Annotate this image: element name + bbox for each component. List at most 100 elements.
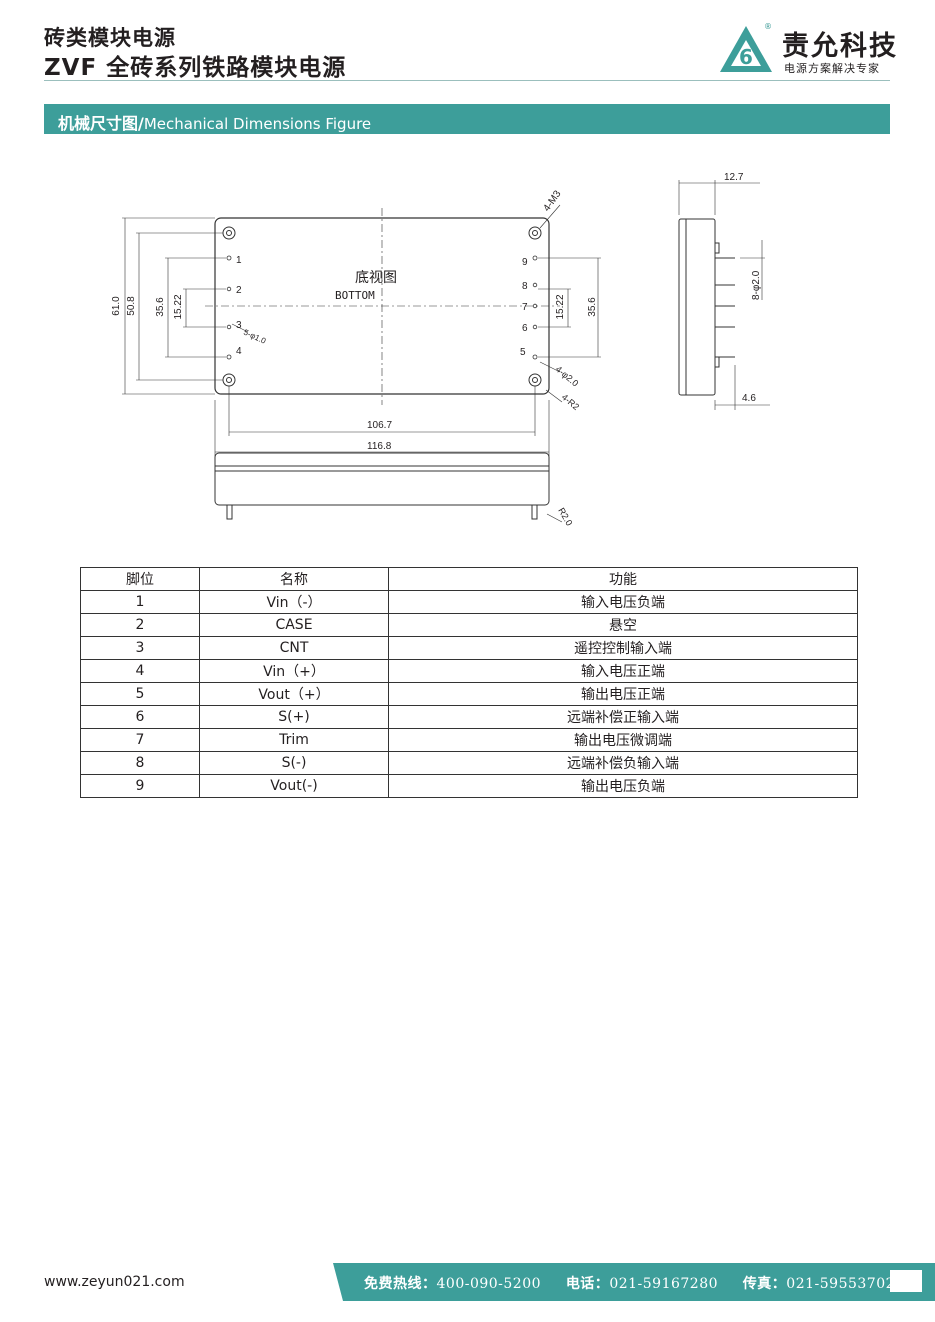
- pin-hole-8-label: 8-φ2.0: [751, 270, 762, 300]
- mount-hole-label: 4-φ2.0: [554, 364, 581, 389]
- logo-mark-glyph: 6: [739, 45, 753, 69]
- section-title-sep: /: [138, 114, 144, 133]
- hotline-label: 免费热线：: [364, 1276, 437, 1292]
- mechanical-drawing: 底视图 BOTTOM 61.0 50.8 35.6 15.22 15.22 35…: [111, 172, 770, 527]
- cell-function: 悬空: [388, 613, 858, 637]
- bottom-view-zh-label: 底视图: [355, 270, 397, 286]
- fax-number: 021-59553702: [786, 1276, 896, 1292]
- dim-lines-left: [122, 217, 226, 395]
- dim-12-7-label: 12.7: [724, 172, 744, 183]
- cell-name: Vin（+）: [199, 659, 389, 683]
- pin-number-right: 9: [522, 257, 528, 268]
- cell-name: Vin（-）: [199, 590, 389, 614]
- dim-50-8-label: 50.8: [126, 296, 137, 316]
- header-name: 名称: [199, 567, 389, 591]
- pin-number-left: 3: [236, 320, 242, 331]
- side-view: [678, 218, 735, 396]
- dim-116-8-label: 116.8: [367, 441, 392, 452]
- website-link[interactable]: www.zeyun021.com: [44, 1274, 185, 1290]
- product-category: 砖类模块电源: [44, 26, 176, 50]
- dim-4-6-label: 4.6: [742, 393, 756, 404]
- pin-marks-right: [532, 255, 538, 360]
- corner-radius-label: 4-R2: [560, 392, 581, 412]
- mount-hole: [222, 226, 236, 240]
- phone-number: 021-59167280: [609, 1276, 719, 1292]
- cell-function: 输出电压正端: [388, 682, 858, 706]
- pin-number-right: 6: [522, 323, 528, 334]
- bottom-view-en-label: BOTTOM: [335, 289, 375, 302]
- product-series-title: ZVF 全砖系列铁路模块电源: [44, 55, 347, 81]
- dim-35-6-label-right: 35.6: [587, 297, 598, 317]
- section-title-en: Mechanical Dimensions Figure: [143, 115, 372, 133]
- header-pin: 脚位: [80, 567, 200, 591]
- brand-name: 责允科技: [782, 31, 898, 62]
- registered-mark: ®: [764, 22, 772, 31]
- footer-contact: 免费热线：400-090-5200 电话：021-59167280 传真：021…: [364, 1273, 895, 1293]
- cell-pin: 7: [80, 728, 200, 752]
- pin-radius-label: R2.0: [556, 506, 574, 527]
- front-view: [214, 452, 550, 520]
- mount-hole: [528, 373, 542, 387]
- pin-number-right: 8: [522, 281, 528, 292]
- cell-name: Trim: [199, 728, 389, 752]
- side-dim-lines: [678, 180, 770, 410]
- dim-35-6-label-left: 35.6: [155, 297, 166, 317]
- dim-15-22-label-right: 15.22: [555, 294, 566, 319]
- table-header-row: 脚位 名称 功能: [80, 567, 858, 591]
- section-title-bar: 机械尺寸图/Mechanical Dimensions Figure: [44, 104, 890, 134]
- dim-15-22-label-left: 15.22: [173, 294, 184, 319]
- pin-number-left: 1: [236, 255, 242, 266]
- section-title-zh: 机械尺寸图: [58, 114, 139, 133]
- pin-number-right: 7: [522, 302, 528, 313]
- dim-lines-right: [538, 257, 601, 358]
- cell-pin: 9: [80, 774, 200, 798]
- hotline-number: 400-090-5200: [436, 1276, 542, 1292]
- cell-name: CNT: [199, 636, 389, 660]
- pin-number-right: 5: [520, 347, 526, 358]
- dim-106-7-label: 106.7: [367, 420, 392, 431]
- cell-function: 远端补偿负输入端: [388, 751, 858, 775]
- header-divider: [44, 80, 890, 81]
- header-function: 功能: [388, 567, 858, 591]
- cell-function: 远端补偿正输入端: [388, 705, 858, 729]
- cell-name: CASE: [199, 613, 389, 637]
- cell-pin: 1: [80, 590, 200, 614]
- cell-name: S(-): [199, 751, 389, 775]
- cell-pin: 5: [80, 682, 200, 706]
- cell-pin: 6: [80, 705, 200, 729]
- page-number-box: [890, 1270, 922, 1292]
- cell-function: 遥控控制输入端: [388, 636, 858, 660]
- cell-pin: 2: [80, 613, 200, 637]
- mount-hole: [528, 226, 542, 240]
- cell-pin: 4: [80, 659, 200, 683]
- cell-pin: 3: [80, 636, 200, 660]
- cell-name: Vout（+）: [199, 682, 389, 706]
- cell-name: Vout(-): [199, 774, 389, 798]
- brand-logo-icon: 6: [720, 26, 772, 72]
- cell-function: 输入电压负端: [388, 590, 858, 614]
- brand-slogan: 电源方案解决专家: [784, 62, 880, 75]
- pin-number-left: 4: [236, 346, 242, 357]
- pin-number-left: 2: [236, 285, 242, 296]
- cell-function: 输出电压负端: [388, 774, 858, 798]
- phone-label: 电话：: [565, 1276, 610, 1292]
- dim-61-label: 61.0: [111, 296, 122, 316]
- pin-hole-5-label: 5-φ1.0: [242, 328, 268, 346]
- cell-function: 输入电压正端: [388, 659, 858, 683]
- dim-lines-horizontal: [214, 386, 550, 456]
- leader-lines: [231, 204, 563, 523]
- footer-bar: [333, 1263, 935, 1301]
- cell-name: S(+): [199, 705, 389, 729]
- cell-function: 输出电压微调端: [388, 728, 858, 752]
- mount-hole: [222, 373, 236, 387]
